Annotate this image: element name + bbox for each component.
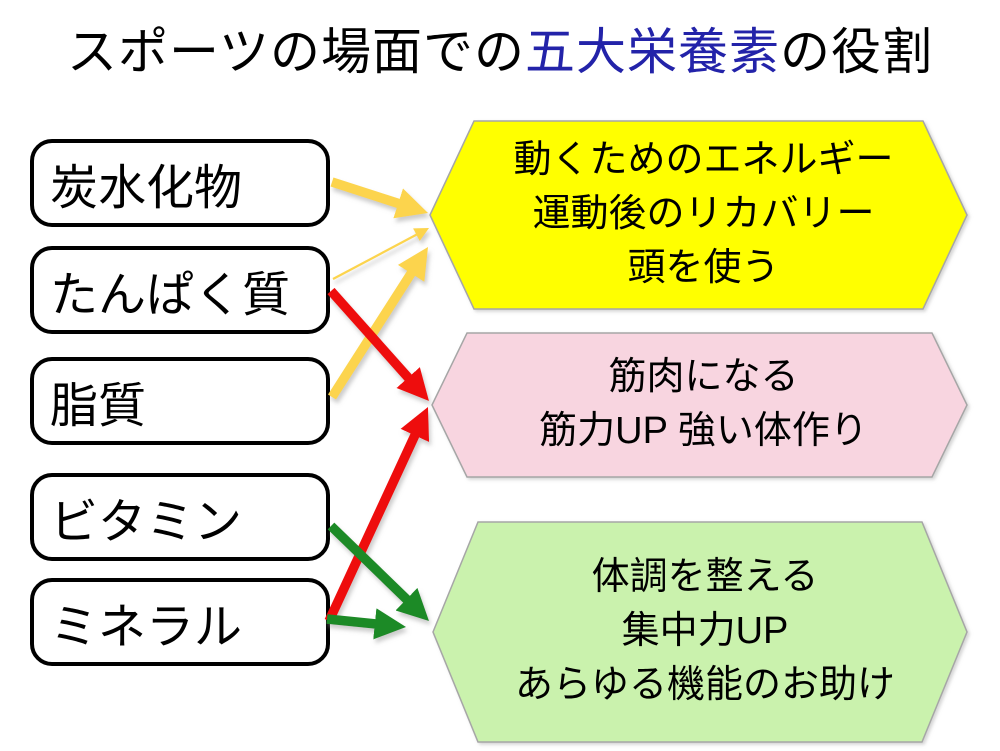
role-hexagons [429, 120, 968, 743]
nutrient-label-mineral: ミネラル [50, 601, 243, 654]
nutrient-box-carbohydrate: 炭水化物 [30, 139, 330, 227]
connection-arrows [324, 177, 430, 640]
arrow-vitamin-to-body [327, 522, 430, 621]
nutrient-box-mineral: ミネラル [30, 578, 330, 666]
role-label-muscle: 筋肉になる 筋力UP 強い体作り [440, 333, 967, 477]
page-title: スポーツの場面での五大栄養素の役割 [0, 12, 1000, 84]
arrow-protein-to-energy [332, 228, 429, 280]
role-hexagon-muscle [431, 332, 968, 478]
title-prefix: スポーツの場面での [67, 24, 525, 80]
role-line: 筋肉になる [608, 356, 799, 399]
role-hexagon-energy [429, 120, 968, 310]
role-line: 動くためのエネルギー [513, 139, 894, 182]
nutrient-label-protein: たんぱく質 [50, 269, 291, 322]
arrow-protein-to-muscle [327, 287, 429, 402]
role-line: 集中力UP [621, 610, 789, 653]
role-line: あらゆる機能のお助け [514, 663, 895, 706]
arrow-mineral-to-muscle [324, 406, 430, 623]
nutrient-label-carbohydrate: 炭水化物 [50, 162, 243, 215]
role-line: 運動後のリカバリー [532, 193, 875, 236]
role-label-body: 体調を整える 集中力UP あらゆる機能のお助け [443, 522, 967, 742]
role-line: 頭を使う [627, 246, 780, 289]
nutrient-box-vitamin: ビタミン [30, 473, 330, 561]
nutrient-box-fat: 脂質 [30, 357, 330, 445]
arrow-carbohydrate-to-energy [330, 177, 428, 219]
arrow-mineral-to-body [326, 608, 406, 640]
title-suffix: の役割 [780, 24, 933, 80]
role-line: 筋力UP 強い体作り [539, 410, 868, 452]
role-label-energy: 動くためのエネルギー 運動後のリカバリー 頭を使う [440, 121, 967, 309]
title-highlight: 五大栄養素 [525, 24, 780, 80]
role-line: 体調を整える [591, 556, 819, 599]
nutrient-label-vitamin: ビタミン [50, 496, 243, 549]
nutrient-label-fat: 脂質 [50, 380, 147, 433]
nutrient-box-protein: たんぱく質 [30, 246, 330, 334]
role-hexagon-body [432, 521, 968, 743]
